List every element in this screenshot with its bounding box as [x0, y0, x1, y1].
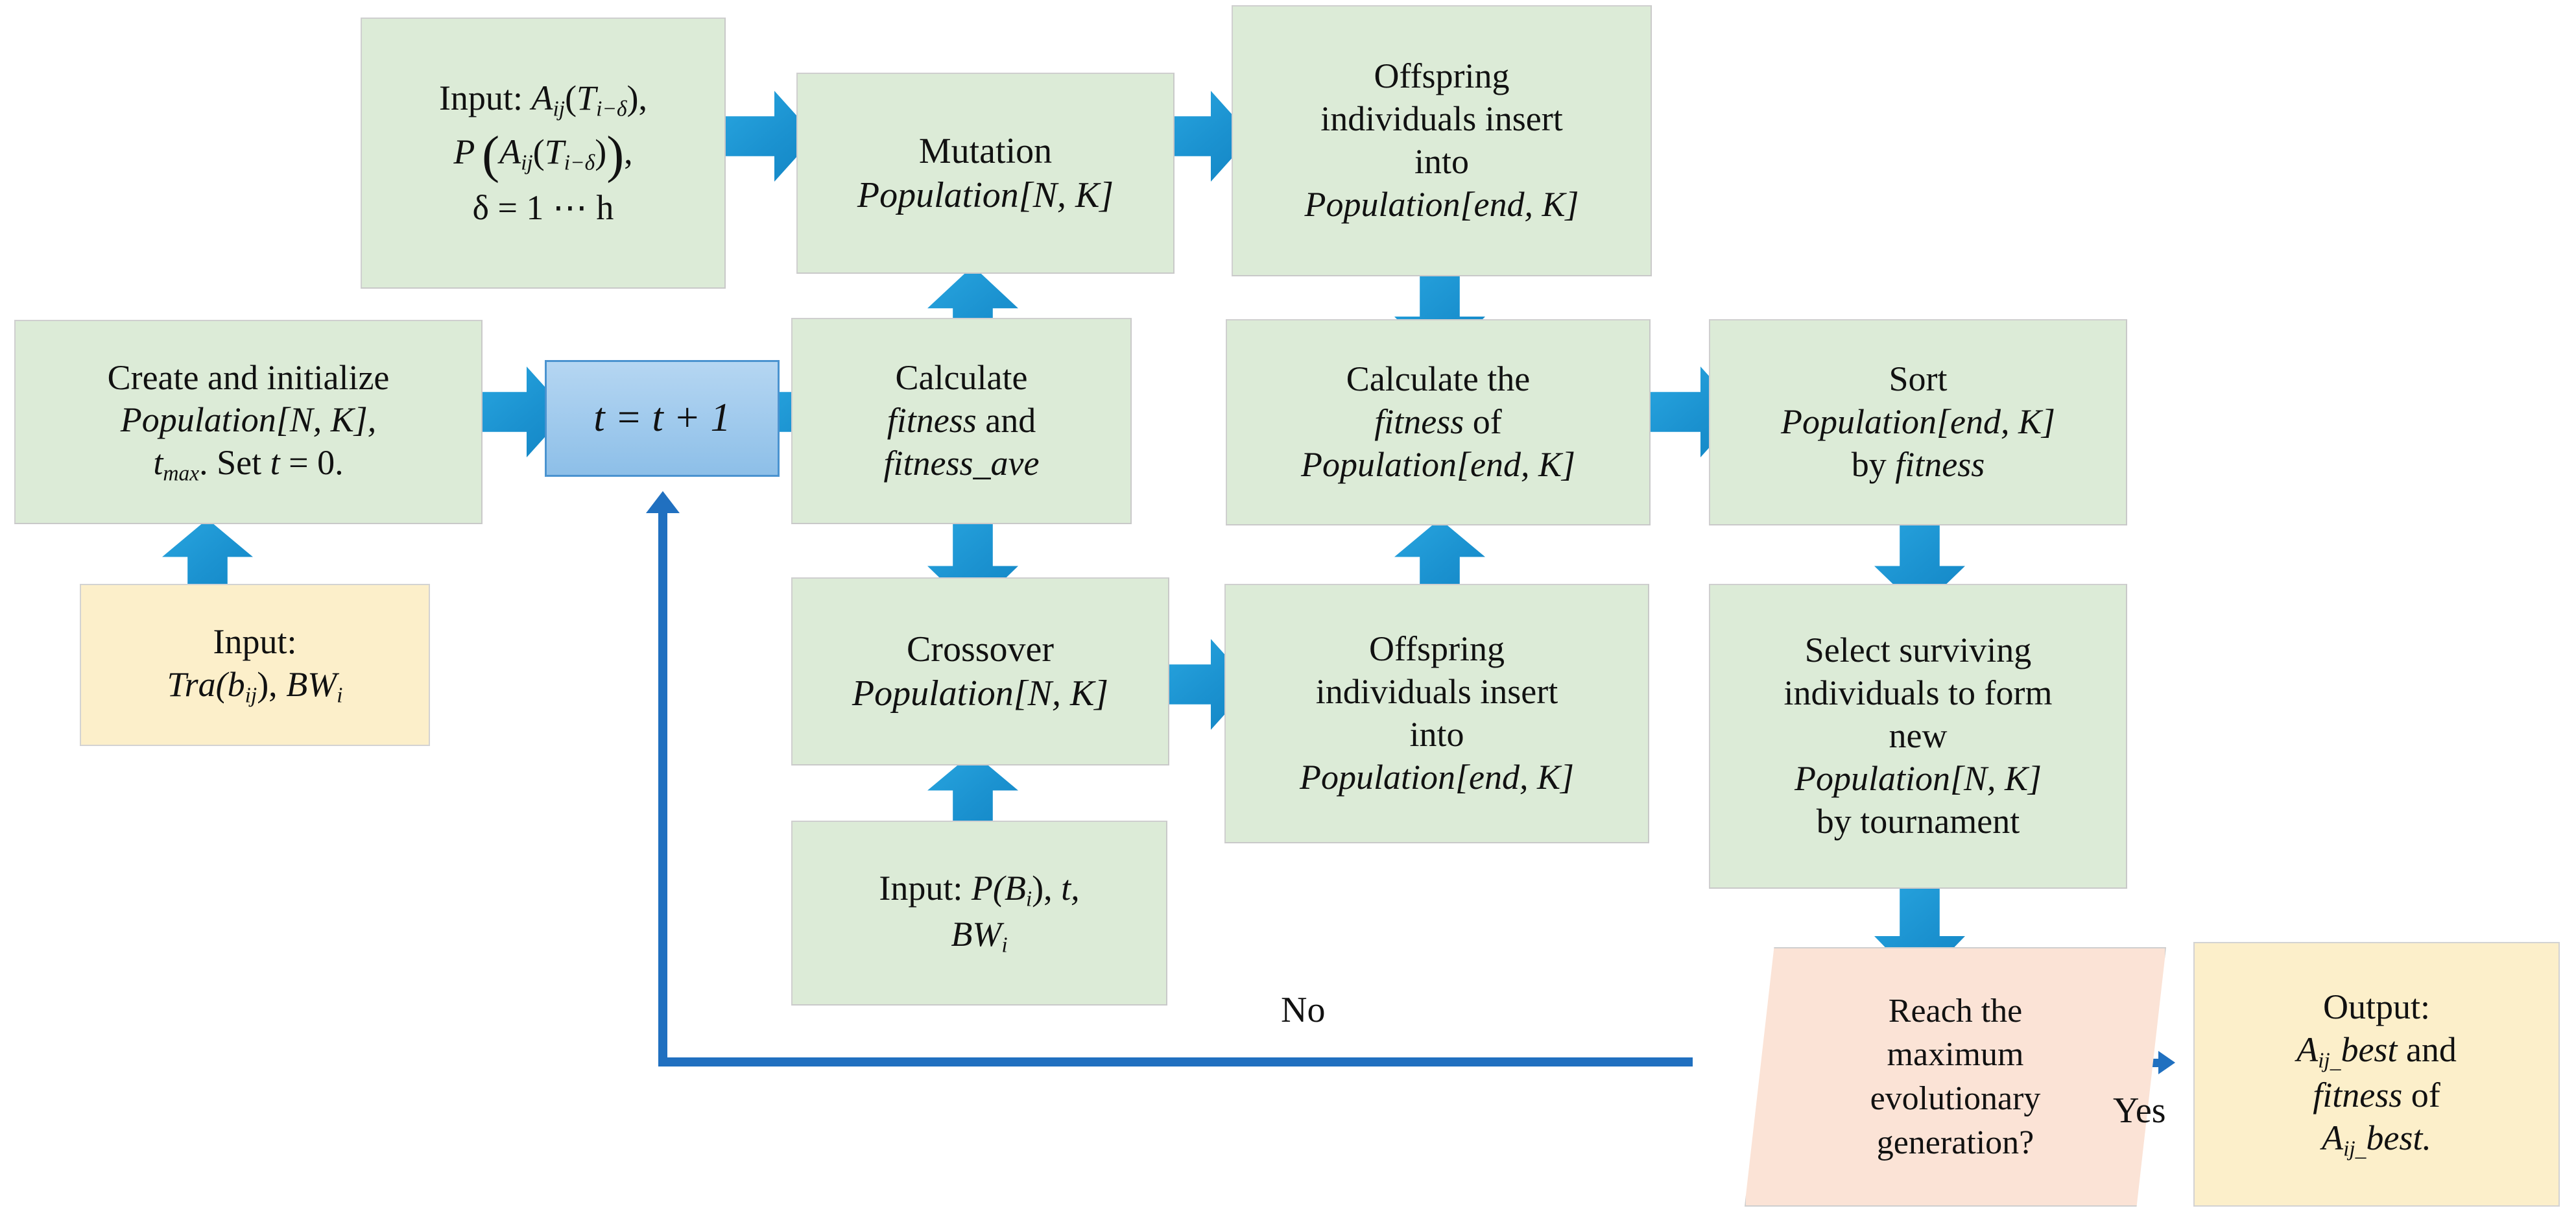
create-line3: tmax. Set t = 0.	[153, 443, 344, 486]
sort-line1: Sort	[1889, 359, 1948, 399]
decision-line4: generation?	[1876, 1124, 2034, 1161]
input-mutation-line1: Input: Aij(Ti−δ),	[438, 78, 648, 121]
offspring-top-line1: Offspring	[1374, 56, 1510, 96]
input-tra-line1: Input:	[213, 621, 297, 661]
sort-line3: by fitness	[1851, 444, 1985, 484]
mutation-line1: Mutation	[918, 130, 1053, 171]
mutation-line2: Population[N, K]	[857, 175, 1114, 215]
feedback-line-horizontal	[658, 1057, 1693, 1066]
feedback-arrowhead	[646, 491, 680, 513]
node-calculate-fitness[interactable]: Calculate fitness and fitness_ave	[791, 318, 1132, 524]
output-line2: Aij_best and	[2296, 1030, 2457, 1073]
input-mutation-line3: δ = 1 ⋯ h	[472, 187, 614, 227]
offspring-mid-line1: Offspring	[1368, 629, 1505, 669]
node-input-mutation[interactable]: Input: Aij(Ti−δ), P (Aij(Ti−δ)), δ = 1 ⋯…	[361, 18, 726, 289]
crossover-line1: Crossover	[906, 629, 1055, 669]
calc-end-line1: Calculate the	[1346, 359, 1531, 399]
feedback-line-vertical	[658, 512, 667, 1061]
input-mutation-line2: P (Aij(Ti−δ)),	[453, 125, 633, 184]
calc-end-line2: fitness of	[1374, 402, 1502, 442]
edge-label-no: No	[1281, 990, 1326, 1030]
input-pb-line1: Input: P(Bi), t,	[879, 869, 1080, 911]
node-sort[interactable]: Sort Population[end, K] by fitness	[1709, 319, 2127, 525]
node-calculate-fitness-end[interactable]: Calculate the fitness of Population[end,…	[1226, 319, 1651, 525]
output-line4: Aij_best.	[2322, 1118, 2431, 1161]
node-offspring-insert-top[interactable]: Offspring individuals insert into Popula…	[1232, 5, 1652, 276]
decision-line1: Reach the	[1888, 992, 2023, 1030]
node-output[interactable]: Output: Aij_best and fitness of Aij_best…	[2193, 942, 2560, 1207]
crossover-line2: Population[N, K]	[852, 673, 1109, 714]
select-line1: Select surviving	[1804, 631, 2032, 670]
create-line2: Population[N, K],	[120, 400, 377, 440]
node-select-survivors[interactable]: Select surviving individuals to form new…	[1709, 584, 2127, 889]
decision-line2: maximum	[1887, 1036, 2024, 1074]
select-line3: new	[1889, 716, 1948, 756]
offspring-top-line4: Population[end, K]	[1304, 184, 1579, 224]
counter-text: t = t + 1	[593, 396, 731, 440]
offspring-mid-line4: Population[end, K]	[1299, 757, 1574, 797]
node-counter-increment[interactable]: t = t + 1	[545, 360, 780, 477]
node-decision-max-generation[interactable]: Reach the maximum evolutionary generatio…	[1745, 947, 2166, 1207]
create-line1: Create and initialize	[107, 357, 390, 397]
offspring-top-line3: into	[1414, 142, 1469, 181]
calc-fitness-line3: fitness_ave	[883, 443, 1040, 483]
offspring-mid-line3: into	[1409, 715, 1464, 754]
node-mutation[interactable]: Mutation Population[N, K]	[796, 73, 1175, 274]
select-line5: by tournament	[1816, 801, 2020, 841]
decision-line3: evolutionary	[1870, 1080, 2041, 1117]
output-line3: fitness of	[2313, 1076, 2440, 1115]
select-line2: individuals to form	[1783, 673, 2053, 713]
offspring-mid-line2: individuals insert	[1315, 672, 1558, 712]
input-pb-line2: BWi	[951, 914, 1008, 957]
node-create-initialize[interactable]: Create and initialize Population[N, K], …	[14, 320, 483, 524]
node-offspring-insert-mid[interactable]: Offspring individuals insert into Popula…	[1224, 584, 1649, 843]
offspring-top-line2: individuals insert	[1320, 99, 1563, 139]
sort-line2: Population[end, K]	[1780, 402, 2055, 442]
select-line4: Population[N, K]	[1794, 758, 2042, 798]
node-input-pb[interactable]: Input: P(Bi), t, BWi	[791, 821, 1167, 1006]
input-tra-line2: Tra(bij), BWi	[167, 664, 343, 708]
output-line1: Output:	[2322, 987, 2430, 1026]
edge-label-yes: Yes	[2113, 1090, 2166, 1131]
calc-end-line3: Population[end, K]	[1300, 444, 1575, 484]
calc-fitness-line1: Calculate	[895, 358, 1028, 398]
node-input-tra[interactable]: Input: Tra(bij), BWi	[80, 584, 430, 746]
node-crossover[interactable]: Crossover Population[N, K]	[791, 577, 1169, 765]
calc-fitness-line2: fitness and	[887, 401, 1036, 440]
